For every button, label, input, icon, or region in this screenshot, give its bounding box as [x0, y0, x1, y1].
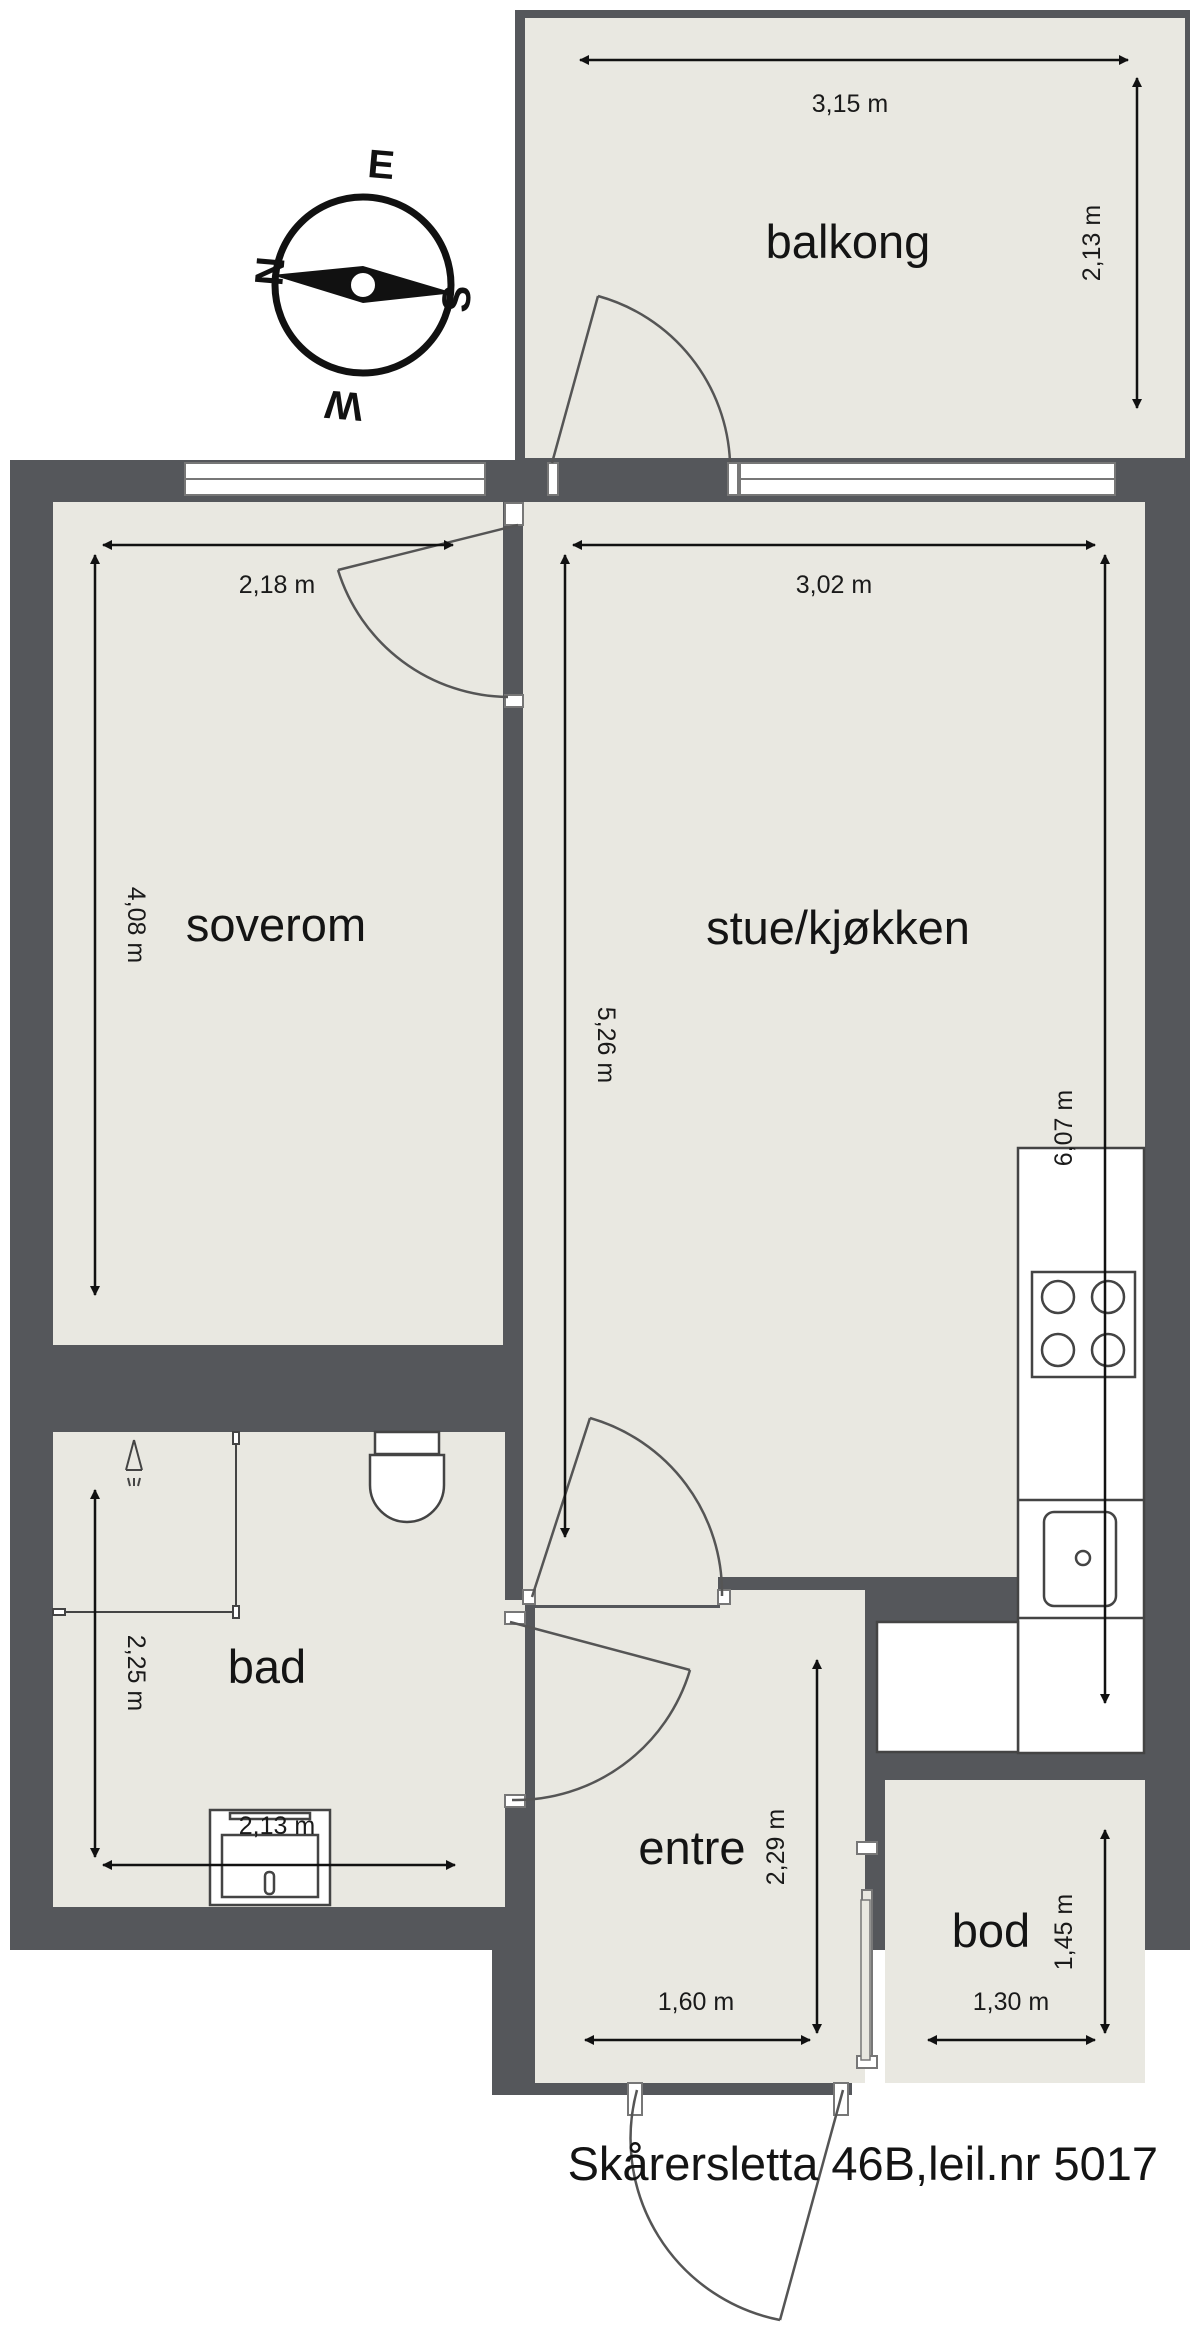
hall-floor	[535, 1608, 865, 2083]
address-caption: Skårersletta 46B,leil.nr 5017	[568, 2137, 1158, 2190]
bedroom-floor	[53, 502, 503, 1345]
room-label-living-kitchen: stue/kjøkken	[706, 901, 970, 954]
kitchen-counter	[1016, 1146, 1146, 1755]
dimension-lines	[90, 55, 1142, 2045]
label-hall-depth: 2,29 m	[762, 1809, 790, 1885]
room-label-bathroom: bad	[228, 1640, 306, 1693]
entrance-door	[627, 2082, 849, 2322]
label-bath-length: 2,25 m	[122, 1635, 150, 1711]
bath-entry-floor	[500, 1600, 525, 1800]
label-bath-width: 2,13 m	[239, 1812, 315, 1840]
compass-north: N	[246, 255, 292, 288]
label-hall-width: 1,60 m	[658, 1988, 734, 2016]
label-balcony-depth: 2,13 m	[1078, 205, 1106, 281]
living-lower-floor	[523, 1570, 718, 1605]
compass: N S E W	[246, 142, 480, 429]
shower-icon	[52, 1431, 240, 1619]
storage-door	[856, 1841, 878, 2069]
stove-icon	[1030, 1270, 1137, 1379]
room-label-balcony: balkong	[766, 215, 931, 268]
kitchen-island	[875, 1620, 1020, 1754]
label-bedroom-width: 2,18 m	[239, 571, 315, 599]
room-label-bedroom: soverom	[186, 898, 366, 951]
room-label-hallway: entre	[638, 1821, 745, 1874]
label-bedroom-length: 4,08 m	[122, 887, 150, 963]
sink-icon	[1042, 1510, 1118, 1608]
room-labels: balkong soverom stue/kjøkken bad entre b…	[186, 215, 1030, 1957]
compass-west: W	[323, 381, 365, 428]
bath-door	[504, 1611, 692, 1808]
room-label-storage: bod	[952, 1904, 1030, 1957]
label-living-length-left: 5,26 m	[592, 1007, 620, 1083]
hall-inner-floor	[720, 1590, 865, 1620]
compass-east: E	[366, 142, 396, 188]
label-storage-depth: 1,45 m	[1050, 1894, 1078, 1970]
toilet-icon	[368, 1430, 446, 1524]
balcony-door	[547, 294, 739, 496]
balcony-floor	[525, 18, 1185, 458]
label-living-width: 3,02 m	[796, 571, 872, 599]
label-balcony-width: 3,15 m	[812, 90, 888, 118]
dimension-labels: 3,15 m 2,13 m 2,18 m 4,08 m 3,02 m 5,26 …	[122, 90, 1106, 2016]
compass-south: S	[434, 284, 480, 314]
label-living-length-right: 6,07 m	[1050, 1090, 1078, 1166]
kitchen-units	[875, 1146, 1146, 1755]
label-storage-width: 1,30 m	[973, 1988, 1049, 2016]
